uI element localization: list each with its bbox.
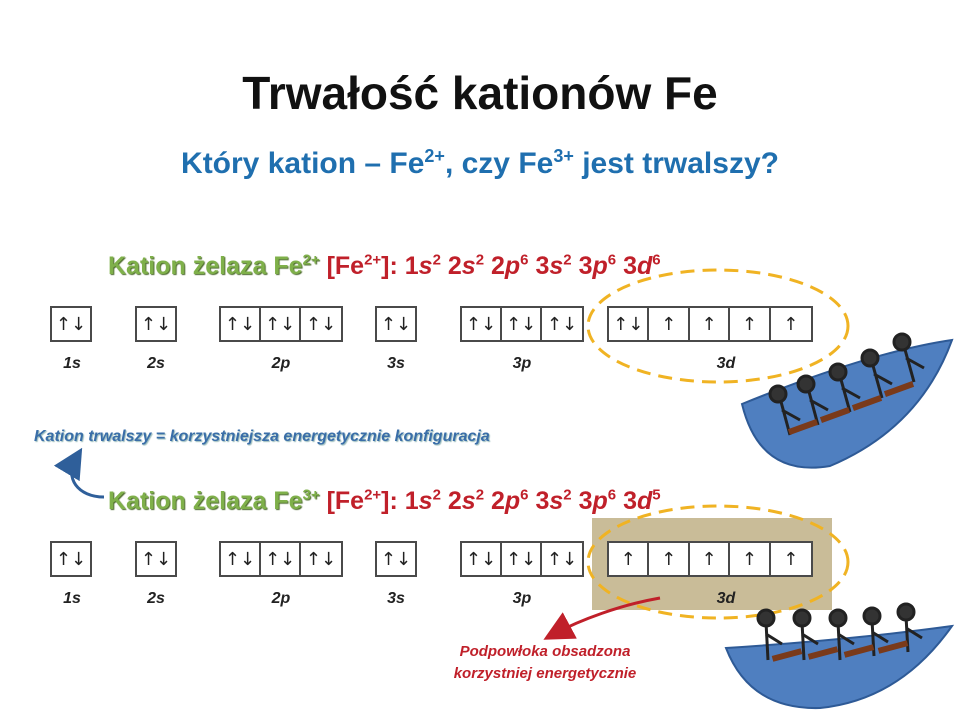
fe2-orbital-3s: ↑↓ [375, 306, 417, 342]
electron-up: ↑ [649, 543, 690, 575]
fe3-orbital-2s: ↑↓ [135, 541, 177, 577]
electron-pair: ↑↓ [55, 313, 87, 335]
electron-up: ↑ [690, 308, 731, 340]
electron-up: ↑ [690, 543, 731, 575]
fe2-label-1s: 1s [63, 355, 81, 372]
fe2-orbital-3d: ↑↓ ↑ ↑ ↑ ↑ [607, 306, 813, 342]
stable-cation-note: Kation trwalszy = korzystniejsza energet… [34, 428, 490, 445]
electron-pair: ↑↓ [546, 548, 578, 570]
fe3-label-2s: 2s [147, 590, 165, 607]
fe3-label-3s: 3s [387, 590, 405, 607]
fe3-orbital-3s: ↑↓ [375, 541, 417, 577]
subshell-note: Podpowłoka obsadzona korzystniej energet… [430, 641, 660, 685]
fe2-orbital-1s: ↑↓ [50, 306, 92, 342]
electron-pair: ↑↓ [221, 543, 262, 575]
fe2-label-2p: 2p [271, 355, 291, 372]
fe3-3d-dashed-ellipse [586, 504, 850, 620]
electron-pair: ↑↓ [221, 308, 262, 340]
electron-up: ↑ [649, 308, 690, 340]
electron-up: ↑ [730, 308, 771, 340]
subtitle-sup-2plus: 2+ [424, 146, 445, 166]
boat-fe3-icon [724, 602, 955, 710]
electron-up: ↑ [783, 548, 799, 570]
electron-pair: ↑↓ [609, 308, 650, 340]
fe2-3d-dashed-ellipse [586, 268, 850, 384]
electron-pair: ↑↓ [380, 313, 412, 335]
subshell-note-line-2: korzystniej energetycznie [453, 665, 637, 682]
red-arrow-icon [543, 596, 661, 640]
fe2-config-line: Kation żelaza Fe2+ [Fe2+]: 1s2 2s2 2p6 3… [108, 252, 661, 281]
electron-pair: ↑↓ [261, 308, 302, 340]
subshell-note-line-1: Podpowłoka obsadzona [459, 643, 631, 660]
fe3-label-1s: 1s [63, 590, 81, 607]
fe2-orbital-2p: ↑↓ ↑↓ ↑↓ [219, 306, 343, 342]
fe3-orbital-2p: ↑↓ ↑↓ ↑↓ [219, 541, 343, 577]
electron-pair: ↑↓ [380, 548, 412, 570]
electron-pair: ↑↓ [305, 548, 337, 570]
fe3-cation-label: Kation żelaza Fe3+ [108, 487, 320, 516]
fe3-orbital-3p: ↑↓ ↑↓ ↑↓ [460, 541, 584, 577]
electron-up: ↑ [730, 543, 771, 575]
fe2-label-3d: 3d [716, 355, 736, 372]
curved-arrow-icon [53, 447, 105, 499]
subtitle-question: Który kation – Fe2+, czy Fe3+ jest trwal… [0, 146, 960, 181]
fe3-config: [Fe2+]: 1s2 2s2 2p6 3s2 3p6 3d5 [326, 487, 661, 516]
fe3-label-3d: 3d [716, 590, 736, 607]
fe3-label-3p: 3p [512, 590, 532, 607]
electron-pair: ↑↓ [462, 543, 503, 575]
fe3-config-line: Kation żelaza Fe3+ [Fe2+]: 1s2 2s2 2p6 3… [108, 487, 661, 516]
electron-up: ↑ [609, 543, 650, 575]
electron-up: ↑ [783, 313, 799, 335]
fe2-label-3p: 3p [512, 355, 532, 372]
fe2-label-3s: 3s [387, 355, 405, 372]
fe3-orbital-3d: ↑ ↑ ↑ ↑ ↑ [607, 541, 813, 577]
fe2-orbital-2s: ↑↓ [135, 306, 177, 342]
subtitle-middle: , czy Fe [444, 147, 554, 180]
electron-pair: ↑↓ [140, 548, 172, 570]
electron-pair: ↑↓ [502, 308, 543, 340]
electron-pair: ↑↓ [261, 543, 302, 575]
subtitle-prefix: Który kation – Fe [181, 147, 425, 180]
boat-fe2-icon [740, 332, 954, 469]
page-title: Trwałość kationów Fe [242, 67, 718, 119]
subtitle-sup-3plus: 3+ [553, 146, 574, 166]
fe2-label-2s: 2s [147, 355, 165, 372]
fe3-label-2p: 2p [271, 590, 291, 607]
electron-pair: ↑↓ [502, 543, 543, 575]
electron-pair: ↑↓ [462, 308, 503, 340]
electron-pair: ↑↓ [546, 313, 578, 335]
fe3-orbital-1s: ↑↓ [50, 541, 92, 577]
electron-pair: ↑↓ [140, 313, 172, 335]
fe2-config: [Fe2+]: 1s2 2s2 2p6 3s2 3p6 3d6 [326, 252, 661, 281]
subtitle-suffix: jest trwalszy? [573, 147, 779, 180]
electron-pair: ↑↓ [305, 313, 337, 335]
fe2-orbital-3p: ↑↓ ↑↓ ↑↓ [460, 306, 584, 342]
electron-pair: ↑↓ [55, 548, 87, 570]
fe2-cation-label: Kation żelaza Fe2+ [108, 252, 320, 281]
